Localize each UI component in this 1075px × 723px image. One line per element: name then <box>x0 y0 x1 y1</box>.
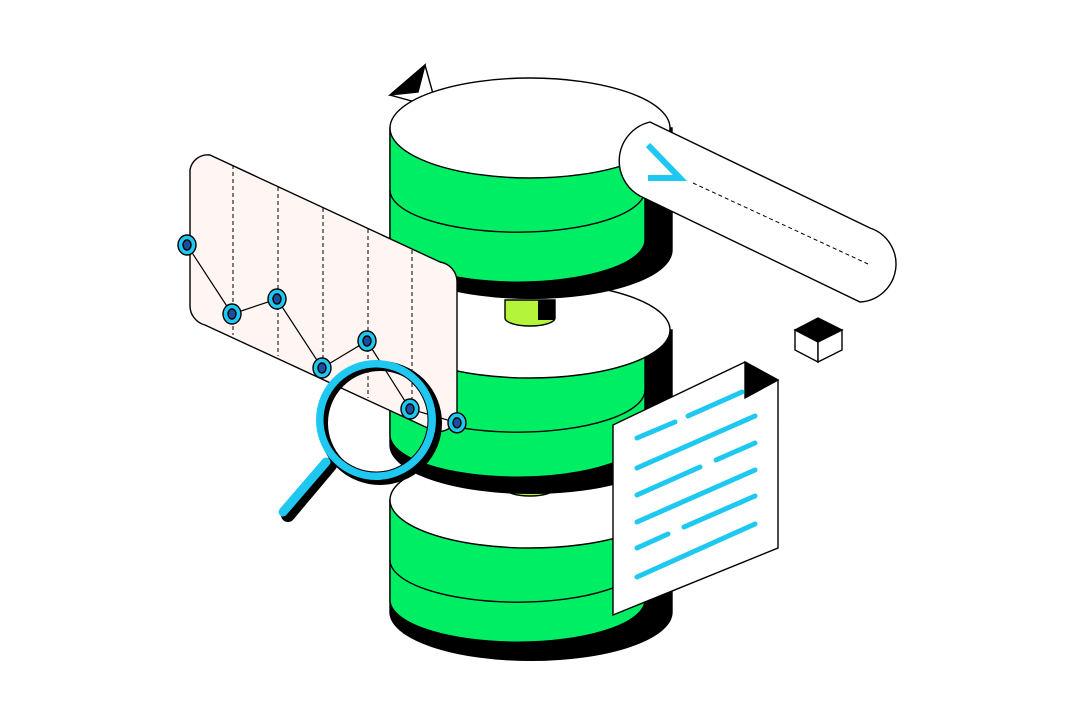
chart-point-core <box>362 335 372 347</box>
chart-point-core <box>405 403 415 415</box>
chart-point-core <box>227 308 237 320</box>
cube-icon <box>793 317 844 364</box>
database-icon <box>389 77 673 662</box>
chart-point-core <box>317 362 327 374</box>
terminal-prompt-icon <box>618 121 897 303</box>
document-icon <box>612 360 780 617</box>
chart-point-core <box>452 417 462 429</box>
chart-point-core <box>272 293 282 305</box>
magnifier-icon <box>278 360 442 522</box>
chart-point-core <box>182 239 192 251</box>
